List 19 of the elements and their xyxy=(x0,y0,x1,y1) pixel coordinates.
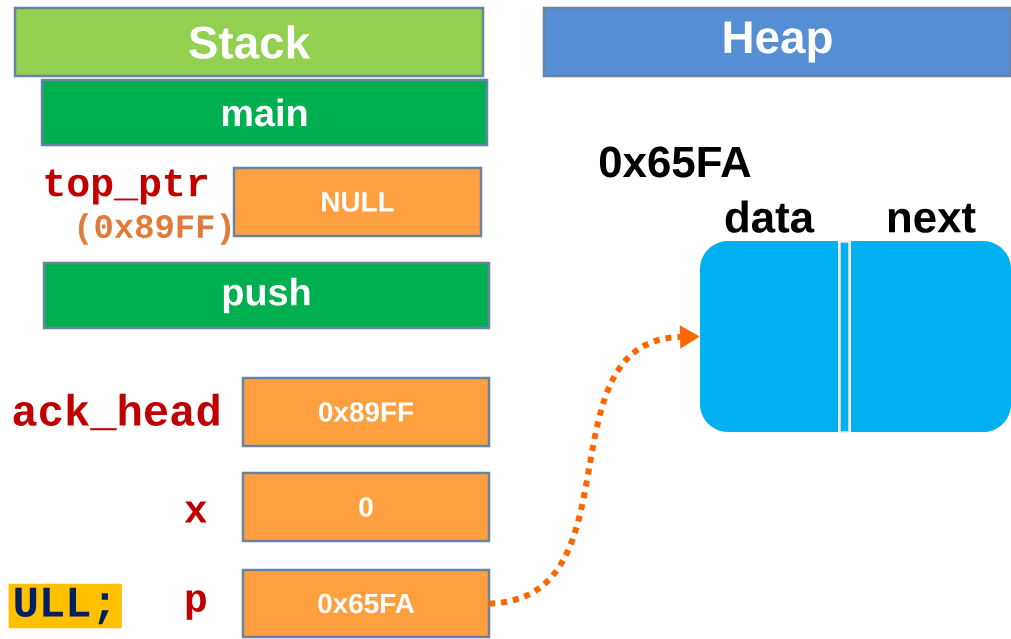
stack-frame: push xyxy=(42,261,491,330)
memory-cell: NULL xyxy=(232,166,483,238)
variable-name: ack_head xyxy=(13,393,219,431)
memory-cell: 0x65FA xyxy=(241,568,491,639)
variable-name: x xyxy=(184,501,207,523)
node-field: data xyxy=(700,200,838,432)
address-label: 0x65FA xyxy=(599,146,751,178)
node-label: data xyxy=(725,200,815,233)
variable-name: (0x89FF) xyxy=(78,213,231,245)
section-header: Heap xyxy=(542,6,1011,78)
memory-cell: 0 xyxy=(241,471,491,543)
node-field: next xyxy=(851,203,1011,432)
section-header: Stack xyxy=(13,6,485,78)
node-label: next xyxy=(888,203,976,233)
memory-cell: 0x89FF xyxy=(241,376,491,448)
variable-name: top_ptr xyxy=(45,169,207,205)
stack-frame: main xyxy=(40,78,489,147)
variable-name: p xyxy=(186,590,206,620)
code-fragment: ULL; xyxy=(8,583,122,629)
